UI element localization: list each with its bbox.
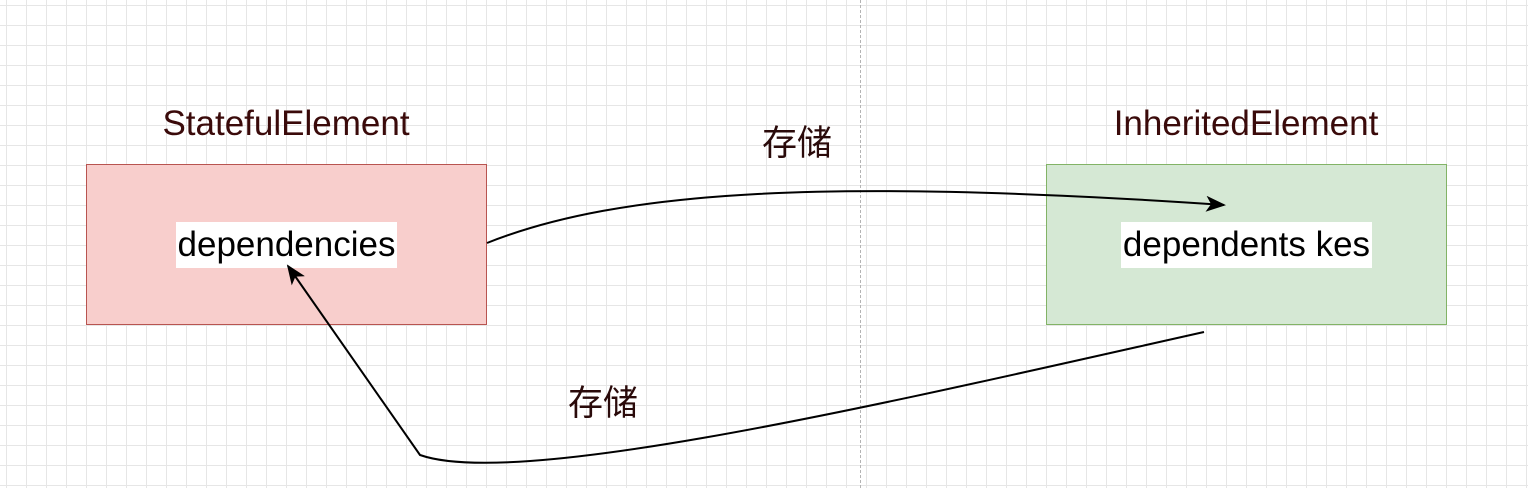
stateful-element-title: StatefulElement <box>162 104 410 143</box>
inherited-element-box[interactable]: dependents kes <box>1046 164 1447 325</box>
dependents-keys-label: dependents kes <box>1120 221 1373 268</box>
inherited-element-title: InheritedElement <box>1113 104 1379 143</box>
dashed-divider <box>860 0 861 488</box>
edge-store-to-inherited[interactable] <box>486 190 1226 244</box>
edge-label-store-bottom: 存储 <box>568 384 639 424</box>
edge-label-store-top: 存储 <box>762 124 833 164</box>
dependencies-label: dependencies <box>175 221 398 268</box>
edge-store-to-stateful[interactable] <box>286 264 1205 464</box>
stateful-element-box[interactable]: dependencies <box>86 164 487 325</box>
